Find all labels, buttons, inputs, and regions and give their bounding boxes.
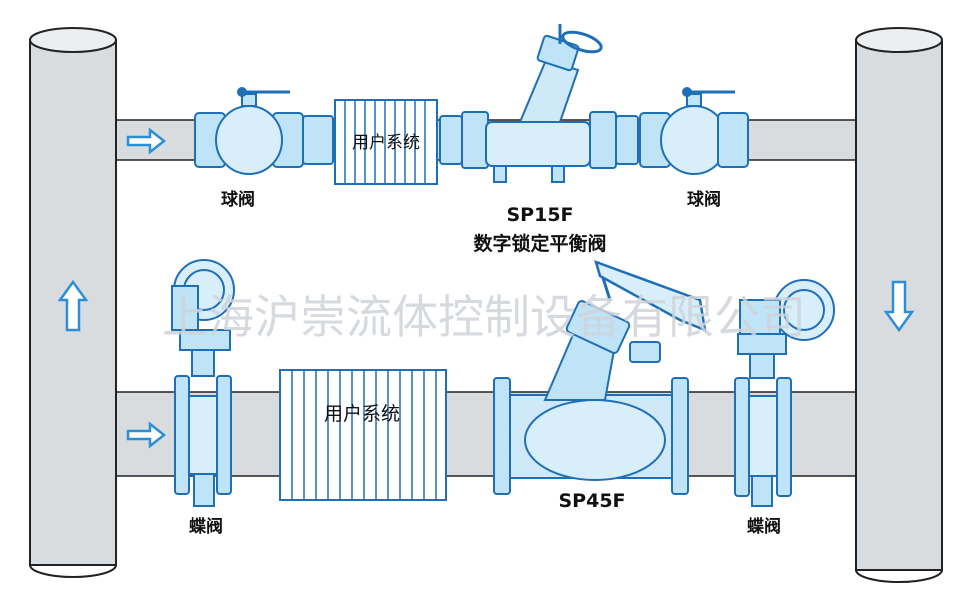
butterfly-valve-right xyxy=(734,279,835,507)
ball-valve-left-label: 球阀 xyxy=(221,189,255,210)
user-system-top-label: 用户系统 xyxy=(352,133,420,153)
sp15f-model-label: SP15F xyxy=(506,204,573,226)
sp45f-model-label: SP45F xyxy=(558,490,625,512)
user-system-top xyxy=(334,99,438,185)
butterfly-valve-right-label: 蝶阀 xyxy=(747,516,781,537)
ball-valve-right-label: 球阀 xyxy=(687,189,721,210)
butterfly-valve-left-label: 蝶阀 xyxy=(189,516,223,537)
user-system-bottom xyxy=(279,369,447,501)
arrow-right-icon xyxy=(126,127,167,155)
sp15f-balancing-valve xyxy=(439,24,639,183)
arrow-up-icon xyxy=(57,279,89,332)
watermark-text: 上海沪崇流体控制设备有限公司 xyxy=(162,290,806,344)
arrow-right-icon xyxy=(126,421,167,449)
ball-valve-left xyxy=(194,87,334,175)
sp15f-description-label: 数字锁定平衡阀 xyxy=(473,232,606,255)
butterfly-valve-left xyxy=(171,259,235,507)
user-system-bottom-label: 用户系统 xyxy=(324,403,400,425)
right-riser xyxy=(855,27,943,583)
sp45f-balancing-valve xyxy=(493,259,707,495)
arrow-down-icon xyxy=(883,280,915,333)
ball-valve-right xyxy=(639,87,749,175)
